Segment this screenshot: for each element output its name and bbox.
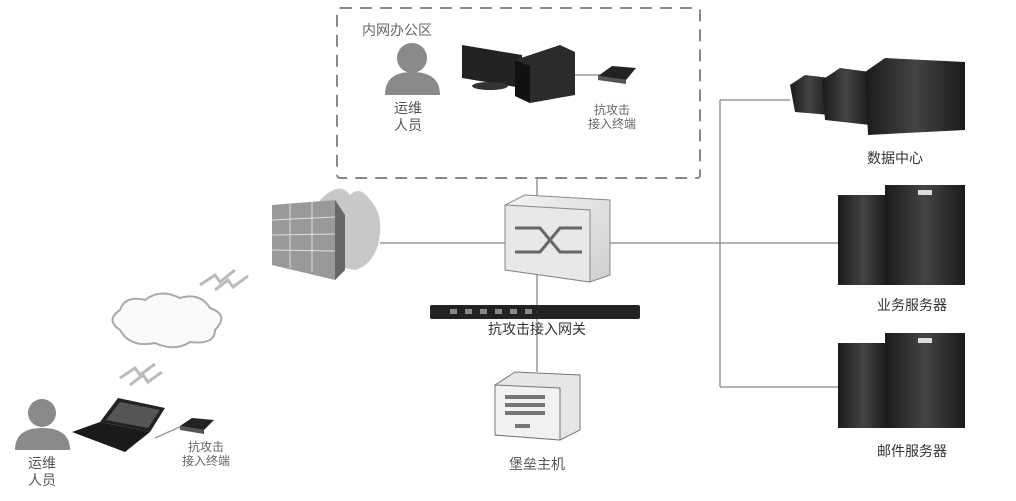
remote-user-label-line2: 人员 — [28, 473, 56, 489]
internet-cloud-icon — [111, 292, 223, 349]
office-user-label-line2: 人员 — [394, 118, 422, 134]
remote-terminal-label-line1: 抗攻击 — [187, 440, 225, 454]
remote-terminal-device-icon — [180, 418, 214, 434]
office-zone-title: 内网办公区 — [362, 23, 432, 39]
office-user-label-line1: 运维 — [394, 101, 422, 117]
office-terminal-device-icon — [598, 66, 636, 84]
remote-terminal-label: 抗攻击接入终端 — [182, 440, 230, 468]
remote-terminal-label-line2: 接入终端 — [181, 454, 231, 468]
mail-server-label: 邮件服务器 — [877, 444, 947, 460]
gateway-label: 抗攻击接入网关 — [488, 322, 586, 338]
business-server-icon — [838, 185, 965, 285]
office-user-label: 运维人员 — [394, 101, 422, 135]
business-server-label: 业务服务器 — [877, 298, 947, 314]
office-terminal-label-line1: 抗攻击 — [593, 103, 631, 117]
office-terminal-label-line2: 接入终端 — [587, 117, 637, 131]
laptop-icon — [72, 398, 165, 452]
remote-user-icon — [15, 399, 70, 450]
switch-icon — [504, 194, 611, 283]
datacenter-servers-icon — [790, 58, 965, 135]
office-user-icon — [385, 43, 440, 95]
connection-lines — [154, 74, 838, 439]
attack-resistant-gateway-icon — [430, 305, 640, 319]
wireless-signal-icon — [119, 268, 249, 387]
remote-user-label: 运维人员 — [28, 456, 56, 490]
mail-server-icon — [838, 333, 965, 428]
desktop-computer-icon — [462, 45, 575, 103]
bastion-host-icon — [494, 371, 581, 441]
office-zone-border — [336, 7, 701, 179]
office-terminal-label: 抗攻击接入终端 — [588, 103, 636, 131]
datacenter-label: 数据中心 — [867, 151, 923, 167]
firewall-icon — [271, 188, 381, 280]
bastion-host-label: 堡垒主机 — [509, 457, 565, 473]
remote-user-label-line1: 运维 — [28, 456, 56, 472]
